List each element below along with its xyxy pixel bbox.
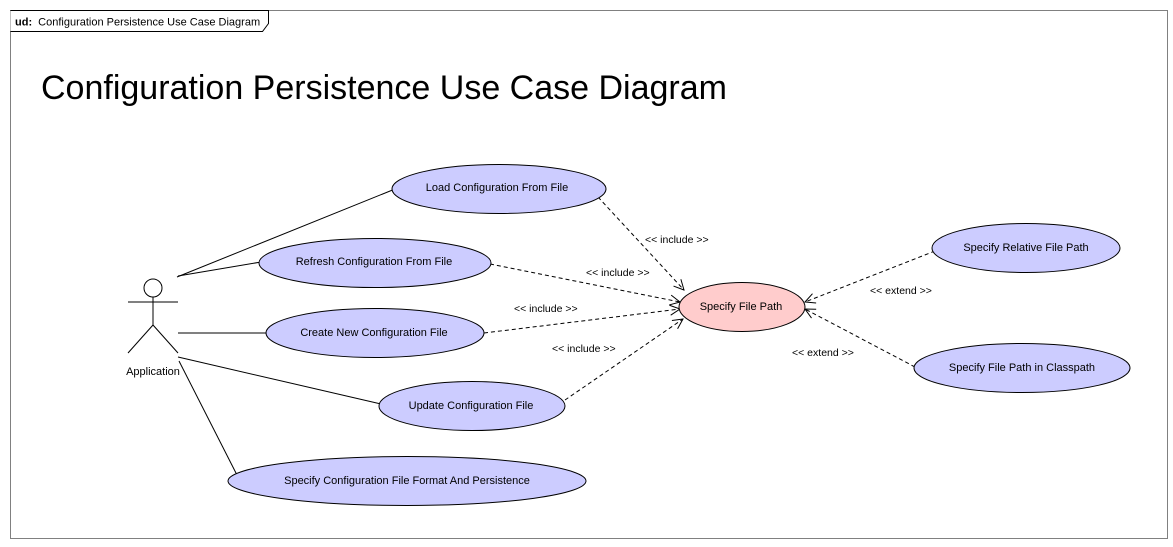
use-case-load-label: Load Configuration From File [426,182,568,194]
include-arrow-refresh [489,263,680,302]
diagram-title: Configuration Persistence Use Case Diagr… [41,69,727,107]
diagram-frame [10,10,1168,539]
frame-tab-text: Configuration Persistence Use Case Diagr… [38,17,260,29]
include-arrow-load [597,196,684,290]
use-case-path[interactable]: Specify File Path [678,282,806,332]
actor-head [143,278,163,298]
include-label-create: << include >> [514,303,578,315]
include-label-refresh: << include >> [586,267,650,279]
actor-label: Application [126,366,180,378]
use-case-relative[interactable]: Specify Relative File Path [931,223,1121,273]
use-case-update[interactable]: Update Configuration File [378,381,566,431]
use-case-path-label: Specify File Path [700,301,783,313]
use-case-relative-label: Specify Relative File Path [963,242,1088,254]
frame-tab [10,10,269,32]
frame-tab-label: ud: Configuration Persistence Use Case D… [15,17,260,29]
dependencies [483,196,936,401]
use-case-refresh[interactable]: Refresh Configuration From File [258,238,492,288]
use-case-refresh-label: Refresh Configuration From File [296,256,453,268]
use-case-classpath[interactable]: Specify File Path in Classpath [913,343,1131,393]
use-case-format-label: Specify Configuration File Format And Pe… [284,475,530,487]
include-label-load: << include >> [645,234,709,246]
actor-application[interactable] [127,278,179,354]
include-arrow-create [483,309,680,334]
include-label-update: << include >> [552,343,616,355]
use-case-classpath-label: Specify File Path in Classpath [949,362,1095,374]
use-case-format[interactable]: Specify Configuration File Format And Pe… [227,456,587,506]
association-update [177,356,382,405]
extend-arrow-relative [805,250,936,302]
use-case-create-label: Create New Configuration File [300,327,447,339]
extend-label-classpath: << extend >> [792,347,854,359]
associations [176,188,396,478]
use-case-update-label: Update Configuration File [409,400,534,412]
association-format [178,360,239,478]
frame-tab-kind: ud: [15,17,32,29]
association-refresh [177,261,262,277]
association-load [176,188,396,278]
use-case-load[interactable]: Load Configuration From File [391,164,607,214]
extend-label-relative: << extend >> [870,285,932,297]
actor-right-leg [152,324,179,354]
use-case-create[interactable]: Create New Configuration File [265,308,485,358]
actor-left-leg [127,324,154,354]
include-arrow-update [564,319,683,401]
